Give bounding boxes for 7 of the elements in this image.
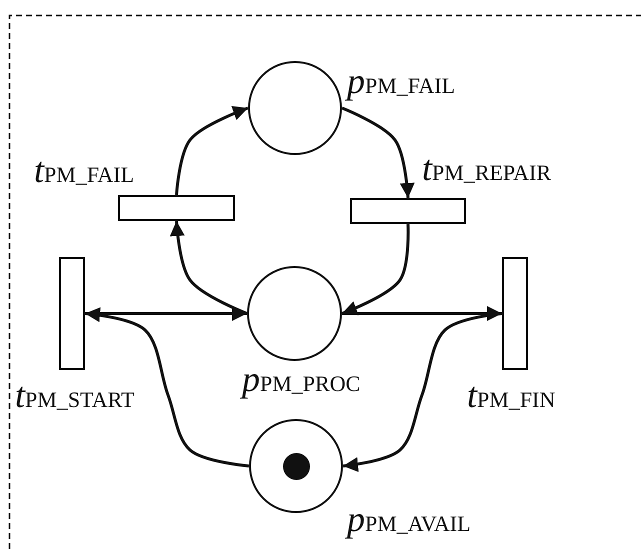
arc-arrow <box>84 307 250 468</box>
arc-arrow <box>170 220 248 315</box>
token-dot <box>283 453 310 480</box>
arc-arrow <box>342 312 502 472</box>
arc-arrow <box>342 306 502 321</box>
arc-arrow <box>341 106 415 198</box>
arc-arrow <box>175 106 249 196</box>
